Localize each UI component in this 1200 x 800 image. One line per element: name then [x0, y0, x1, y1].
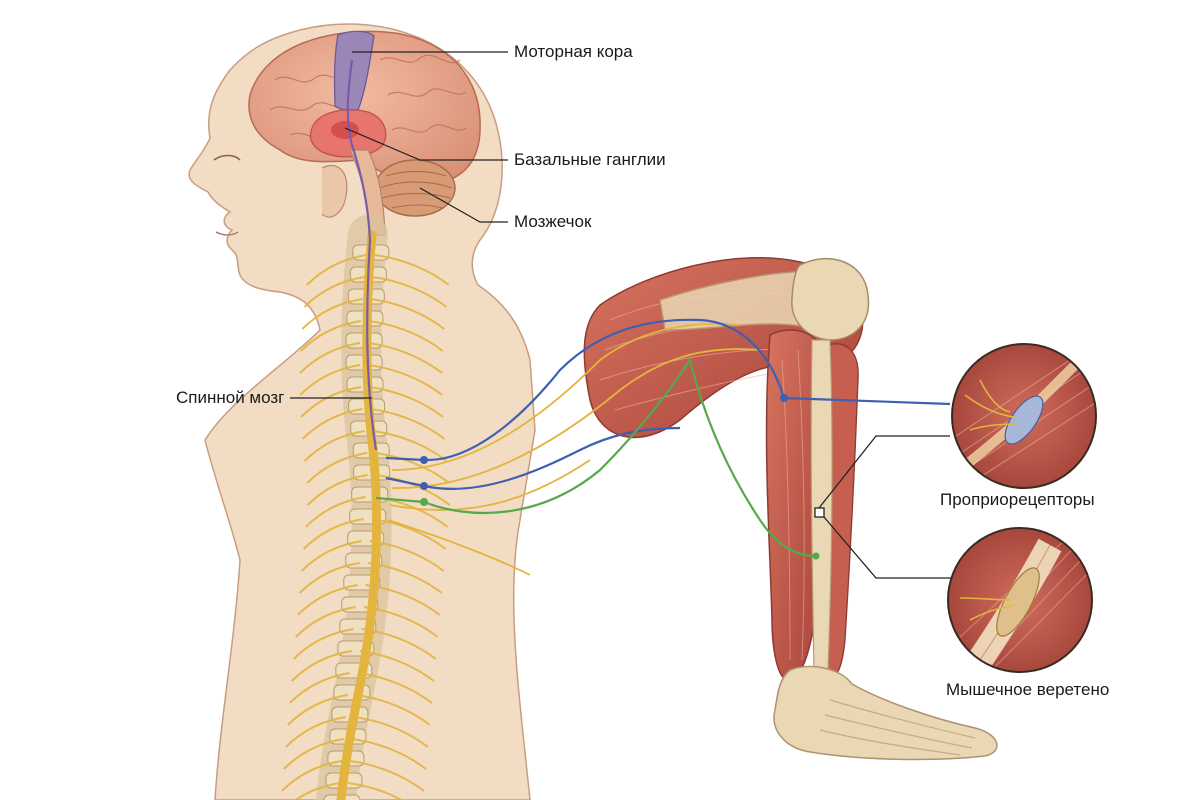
- label-motor-cortex: Моторная кора: [514, 42, 633, 61]
- mouth: [215, 231, 239, 236]
- nerve-root-left: [289, 672, 350, 704]
- synapse-node-2: [420, 482, 428, 490]
- nerve-root-right: [355, 694, 431, 726]
- sensory-pathway-lower: [385, 426, 681, 490]
- nerve-root-left: [302, 518, 364, 550]
- label-proprioceptors: Проприорецепторы: [940, 490, 1095, 509]
- nerve-root-right: [361, 628, 437, 660]
- nerve-root-left: [281, 760, 343, 792]
- nerve-root-right: [349, 760, 425, 792]
- synapse-node-3: [420, 498, 428, 506]
- nerve-root-right: [370, 298, 445, 330]
- nerve-root-left: [303, 276, 365, 308]
- nerve-root-right: [351, 738, 427, 770]
- inset-muscle-spindle: [947, 527, 1093, 673]
- foot: [773, 665, 998, 761]
- nerve-root-left: [295, 606, 356, 638]
- motor-pathway: [346, 59, 378, 451]
- nerve-root-left: [297, 584, 358, 616]
- nerve-root-left: [299, 364, 361, 396]
- vertebra: [333, 684, 371, 701]
- nerve-root-left: [285, 716, 347, 748]
- cerebellum-folia: [379, 171, 453, 209]
- nerve-root-left: [293, 628, 354, 660]
- cerebellum-shape: [374, 159, 456, 217]
- nerve-root-right: [353, 716, 429, 748]
- nerve-root-right: [369, 540, 445, 572]
- nerve-root-right: [367, 342, 443, 374]
- zoom-marker-box: [814, 507, 825, 518]
- nerve-root-right: [368, 364, 443, 396]
- label-spinal-cord: Спинной мозг: [176, 388, 285, 407]
- nerve-root-right: [372, 276, 448, 308]
- nerve-root-left: [294, 782, 341, 800]
- nerve-root-left: [301, 298, 363, 330]
- spindle-node: [812, 552, 820, 560]
- sensory-pathway-top: [385, 318, 951, 462]
- nerve-root-right: [368, 386, 444, 418]
- nerve-root-right: [367, 562, 443, 594]
- nerve-root-left: [304, 496, 366, 528]
- nerve-root-left: [299, 562, 360, 594]
- eye: [213, 154, 241, 161]
- ear: [321, 165, 348, 218]
- tibia: [810, 339, 833, 673]
- nerve-root-left: [291, 650, 352, 682]
- nerve-root-right: [365, 584, 441, 616]
- nerve-root-left: [306, 254, 367, 286]
- nerve-root-right: [359, 650, 435, 682]
- basal-ganglia-core: [331, 121, 359, 139]
- nerve-root-left: [300, 320, 361, 352]
- nerve-root-left: [306, 452, 368, 484]
- nerve-root-right: [371, 518, 447, 550]
- nerve-root-left: [301, 540, 362, 572]
- knee-joint: [791, 257, 870, 341]
- inset-proprioceptors: [951, 343, 1097, 489]
- receptor-node: [780, 394, 788, 402]
- nerve-root-left: [301, 408, 363, 440]
- label-basal-ganglia: Базальные ганглии: [514, 150, 666, 169]
- reflex-pathway: [375, 357, 817, 558]
- yellow-nerve-fibers: [387, 322, 761, 576]
- nerve-root-right: [375, 474, 451, 506]
- nerve-root-right: [368, 320, 444, 352]
- nerve-root-left: [304, 430, 365, 462]
- nerve-root-right: [372, 430, 448, 462]
- nerve-pathways: [375, 318, 951, 576]
- nerve-root-right: [375, 452, 450, 484]
- label-cerebellum: Мозжечок: [514, 212, 592, 231]
- nerve-root-left: [287, 694, 349, 726]
- zoom-leaders: [814, 435, 952, 579]
- nerve-root-left: [306, 474, 368, 506]
- synapse-node-1: [420, 456, 428, 464]
- foot-bones: [819, 699, 976, 756]
- nerve-root-right: [363, 606, 439, 638]
- nerve-root-left: [283, 738, 345, 770]
- vertebra: [351, 486, 389, 503]
- label-muscle-spindle: Мышечное веретено: [946, 680, 1110, 699]
- label-leaders: [290, 51, 508, 399]
- nerve-root-right: [357, 672, 433, 704]
- nerve-root-right: [370, 408, 446, 440]
- nerve-root-right: [347, 782, 404, 800]
- nerve-root-right: [374, 254, 450, 286]
- nerve-root-left: [299, 342, 361, 374]
- leg: [583, 256, 998, 761]
